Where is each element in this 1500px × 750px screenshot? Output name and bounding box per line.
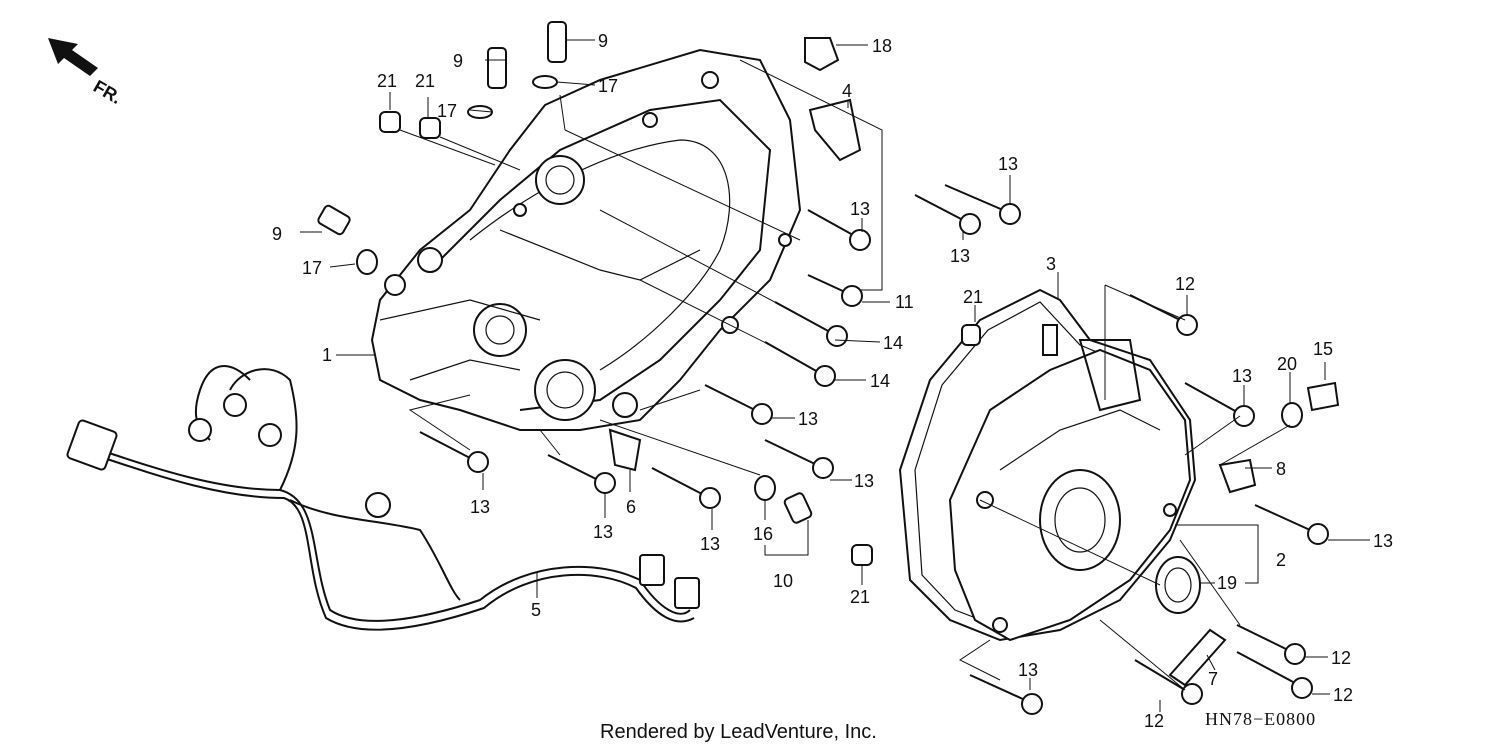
callout-13: 13 [1373, 531, 1393, 551]
callout-4: 4 [842, 81, 852, 101]
callout-7: 7 [1208, 669, 1218, 689]
flange-bolts [419, 184, 1329, 715]
callout-9: 9 [453, 51, 463, 71]
callout-13: 13 [1232, 366, 1252, 386]
callout-10: 10 [773, 571, 793, 591]
callout-13: 13 [700, 534, 720, 554]
callout-17: 17 [302, 258, 322, 278]
callout-13: 13 [850, 199, 870, 219]
callout-13: 13 [593, 522, 613, 542]
callout-14: 14 [870, 371, 890, 391]
callout-17: 17 [437, 101, 457, 121]
callout-14: 14 [883, 333, 903, 353]
oil-seal [1155, 556, 1201, 614]
callout-21: 21 [963, 287, 983, 307]
right-crankcase-cover [948, 339, 1192, 642]
callout-19: 19 [1217, 573, 1237, 593]
left-crankcase-cover [370, 48, 802, 431]
callout-21: 21 [377, 71, 397, 91]
callout-5: 5 [531, 600, 541, 620]
sealing-washers [356, 75, 1303, 501]
callout-21: 21 [850, 587, 870, 607]
clamps-and-stays [608, 37, 1340, 687]
callout-13: 13 [998, 154, 1018, 174]
callout-11: 11 [895, 292, 914, 312]
callout-13: 13 [798, 409, 818, 429]
callout-12: 12 [1175, 274, 1195, 294]
leader-lines [300, 39, 1370, 712]
callout-9: 9 [272, 224, 282, 244]
callout-1: 1 [322, 345, 332, 365]
callout-13: 13 [854, 471, 874, 491]
wire-harness [66, 365, 700, 631]
render-credit: Rendered by LeadVenture, Inc. [600, 721, 877, 743]
callout-3: 3 [1046, 254, 1056, 274]
diagram-code: HN78−E0800 [1205, 709, 1316, 729]
callout-18: 18 [872, 36, 892, 56]
callout-12: 12 [1333, 685, 1353, 705]
callout-13: 13 [950, 246, 970, 266]
callout-9: 9 [598, 31, 608, 51]
callout-13: 13 [470, 497, 490, 517]
callout-17: 17 [598, 76, 618, 96]
sensor-switches [317, 21, 813, 524]
front-direction-label: FR. [90, 76, 125, 108]
dowel-pins [379, 111, 981, 566]
front-direction-arrow-icon [48, 38, 98, 76]
callout-12: 12 [1331, 648, 1351, 668]
callout-2: 2 [1276, 550, 1286, 570]
callout-12: 12 [1144, 711, 1164, 731]
callout-21: 21 [415, 71, 435, 91]
callout-15: 15 [1313, 339, 1333, 359]
callout-16: 16 [753, 524, 773, 544]
callout-13: 13 [1018, 660, 1038, 680]
callout-labels: 9 9 18 17 21 21 17 4 13 9 13 13 17 3 12 … [272, 31, 1393, 731]
callout-6: 6 [626, 497, 636, 517]
callout-20: 20 [1277, 354, 1297, 374]
callout-8: 8 [1276, 459, 1286, 479]
